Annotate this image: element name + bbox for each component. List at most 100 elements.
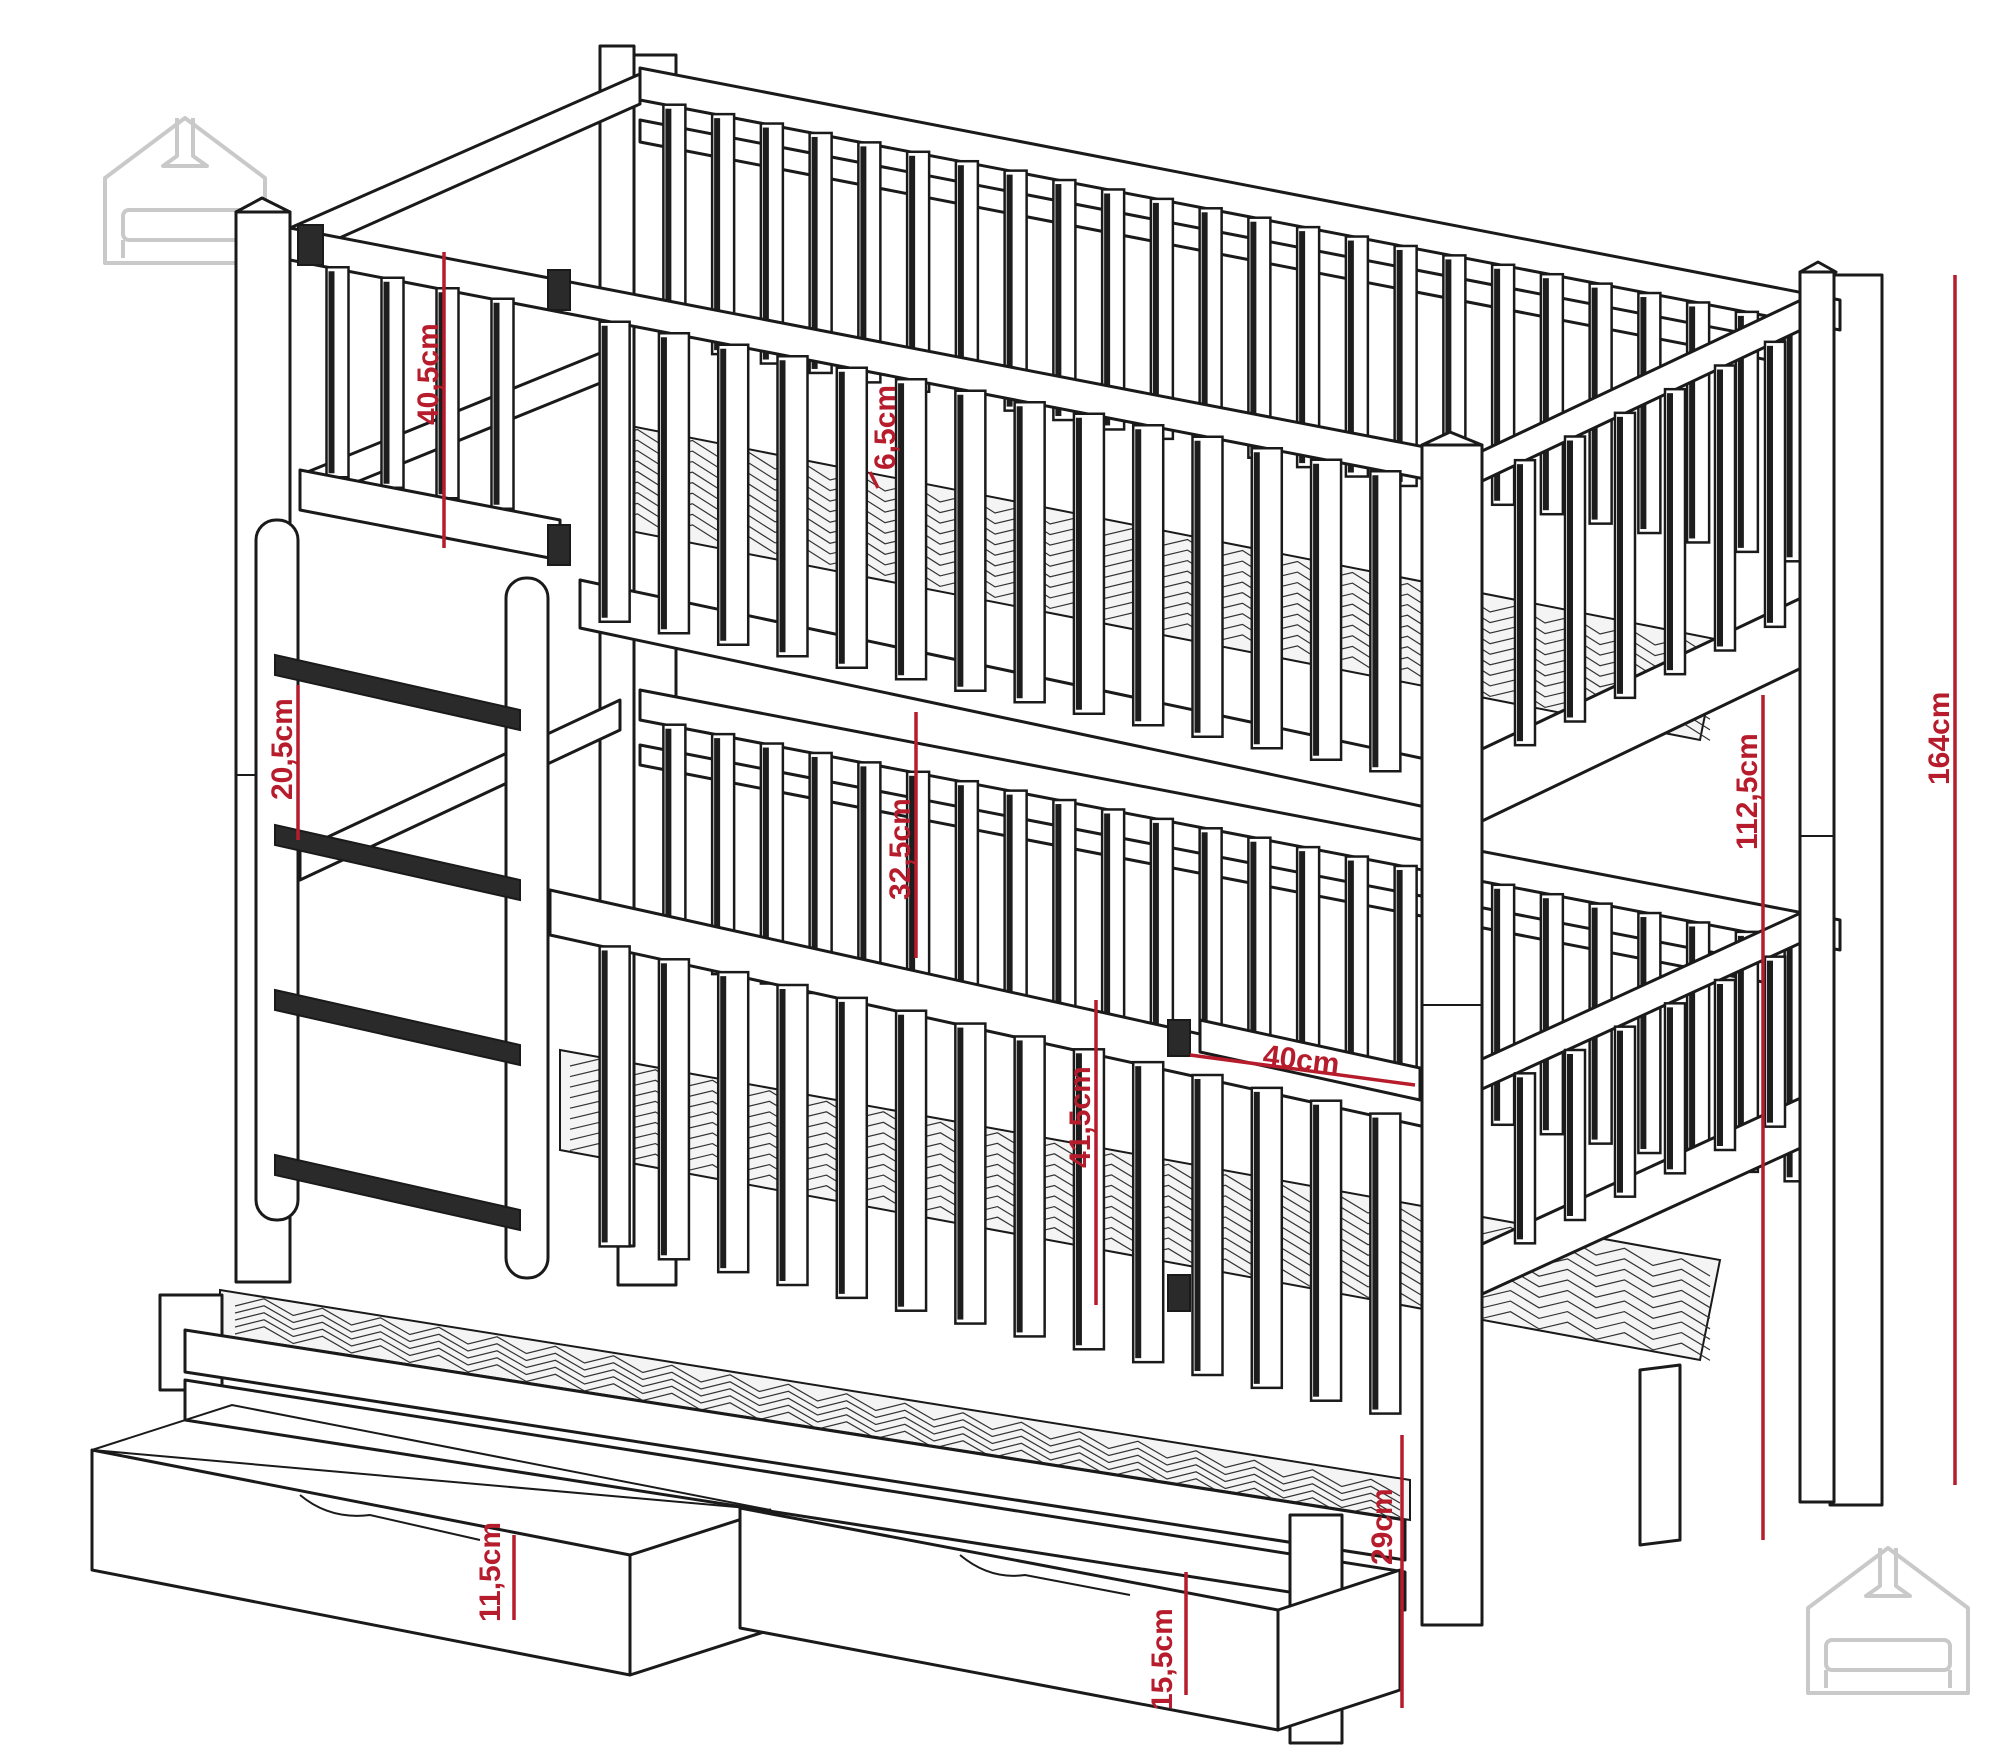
base-slat-line	[234, 1312, 1401, 1511]
back-slat-shadow	[1396, 249, 1403, 482]
back-slat-shadow	[860, 766, 867, 999]
back-slat-shadow	[811, 136, 818, 369]
ladder-step-label: 20,5cm	[266, 698, 299, 800]
end-slat-shadow	[1567, 1054, 1573, 1216]
front-slat-shadow	[838, 1001, 845, 1294]
drawer-front-right-label: 15,5cm	[1146, 1608, 1179, 1710]
end-slat-shadow	[1767, 960, 1773, 1123]
front-slat-shadow	[601, 325, 608, 618]
back-slat-shadow	[1104, 813, 1111, 1046]
drawer-right	[738, 1506, 1402, 1732]
front-slat-shadow	[1016, 1040, 1023, 1333]
back-slat-shadow	[1201, 212, 1208, 445]
back-slat-shadow	[665, 108, 672, 341]
under-top-height-label: 112,5cm	[1731, 733, 1764, 850]
front-slat-shadow	[660, 963, 667, 1256]
back-slat-shadow	[1494, 268, 1501, 501]
back-slat-shadow	[1055, 804, 1062, 1037]
front-slat-shadow	[1016, 406, 1023, 699]
front-slat-shadow	[1194, 440, 1201, 733]
back-slat-shadow	[1542, 898, 1549, 1131]
back-slat-shadow	[1786, 325, 1793, 558]
front-slat-shadow	[1313, 463, 1320, 756]
end-slat-shadow	[1667, 393, 1673, 671]
trundle-height-label: 29cm	[1366, 1488, 1399, 1565]
back-slat-shadow	[1445, 259, 1452, 492]
end-slat-shadow	[1517, 464, 1523, 742]
front-slat-shadow	[1075, 417, 1082, 710]
lower-front-guard	[548, 888, 1432, 1415]
end-slat-shadow	[1517, 1077, 1523, 1240]
back-slat-shadow	[665, 728, 672, 961]
front-right-post	[1420, 260, 1838, 1627]
back-slat-shadow	[1299, 231, 1306, 464]
back-slat-shadow	[1640, 297, 1647, 530]
back-slat-shadow	[1396, 869, 1403, 1102]
drawer-front-left-label: 11,5cm	[474, 1522, 507, 1622]
back-slat-shadow	[1299, 851, 1306, 1084]
back-slat-shadow	[1542, 278, 1549, 511]
end-slat-shadow	[1567, 440, 1573, 718]
base-slat-line	[234, 1319, 1401, 1518]
door-slat-shadow	[383, 281, 390, 484]
end-slat-shadow	[1717, 369, 1723, 647]
back-slat-shadow	[1494, 888, 1501, 1121]
front-slat-shadow	[1253, 1091, 1260, 1384]
end-slat-shadow	[1767, 345, 1773, 623]
ladder	[254, 518, 550, 1280]
total-height-label: 164cm	[1923, 692, 1956, 785]
back-slat-shadow	[1347, 860, 1354, 1093]
hinge-icons	[297, 224, 1191, 1312]
front-slat-shadow	[1194, 1079, 1201, 1371]
back-slat-shadow	[762, 127, 769, 360]
back-slat-shadow	[811, 756, 818, 989]
drawer-left	[90, 1403, 772, 1677]
back-slat-shadow	[714, 738, 721, 971]
lower-back-slats	[662, 723, 1808, 1183]
front-slat-shadow	[1075, 1053, 1082, 1346]
front-slat-shadow	[957, 1027, 964, 1320]
back-slat-shadow	[1104, 193, 1111, 426]
front-slat-shadow	[660, 337, 667, 630]
back-slat-shadow	[909, 775, 916, 1008]
back-slat-shadow	[860, 146, 867, 379]
front-slat-shadow	[1372, 475, 1379, 768]
front-slat-shadow	[1135, 1066, 1142, 1359]
back-slat-shadow	[1006, 174, 1013, 407]
back-slat-shadow	[957, 785, 964, 1018]
lower-right-end	[1478, 903, 1820, 1297]
back-slat-shadow	[1786, 945, 1793, 1178]
back-slat-shadow	[1689, 926, 1696, 1159]
dimension-lines	[296, 252, 1957, 1708]
front-slat-shadow	[720, 348, 727, 641]
upper-front-guard	[288, 226, 1432, 810]
back-slat-shadow	[1640, 917, 1647, 1150]
front-slat-shadow	[720, 976, 727, 1269]
door-slat-shadow	[438, 292, 445, 495]
back-slat-shadow	[762, 747, 769, 980]
front-slat-shadow	[779, 360, 786, 653]
back-slat-shadow	[714, 118, 721, 351]
house-bed-logo-icon	[1806, 1546, 1970, 1695]
back-slat-shadow	[1347, 240, 1354, 473]
back-slat-shadow	[1250, 221, 1257, 454]
front-slat-shadow	[1372, 1117, 1379, 1410]
front-slat-shadow	[779, 989, 786, 1281]
end-slat-shadow	[1717, 984, 1723, 1146]
dimension-labels: 40,5cm 6,5cm 20,5cm 32,5cm 41,5cm 40cm 1…	[266, 323, 1956, 1710]
back-slat-shadow	[1152, 202, 1159, 435]
end-slat-shadow	[1617, 1030, 1623, 1193]
base-slat-line	[234, 1298, 1401, 1497]
upper-right-end	[1478, 290, 1820, 824]
end-slat-shadow	[1617, 416, 1623, 694]
back-slat-shadow	[1055, 184, 1062, 417]
front-slat-shadow	[1253, 452, 1260, 745]
back-slat-shadow	[1689, 306, 1696, 539]
end-slat-shadow	[1667, 1007, 1673, 1170]
front-slat-shadow	[898, 1014, 905, 1307]
back-slat-shadow	[1737, 935, 1744, 1168]
back-frame	[616, 53, 1884, 1507]
back-slat-shadow	[909, 155, 916, 388]
back-slat-shadow	[957, 165, 964, 398]
